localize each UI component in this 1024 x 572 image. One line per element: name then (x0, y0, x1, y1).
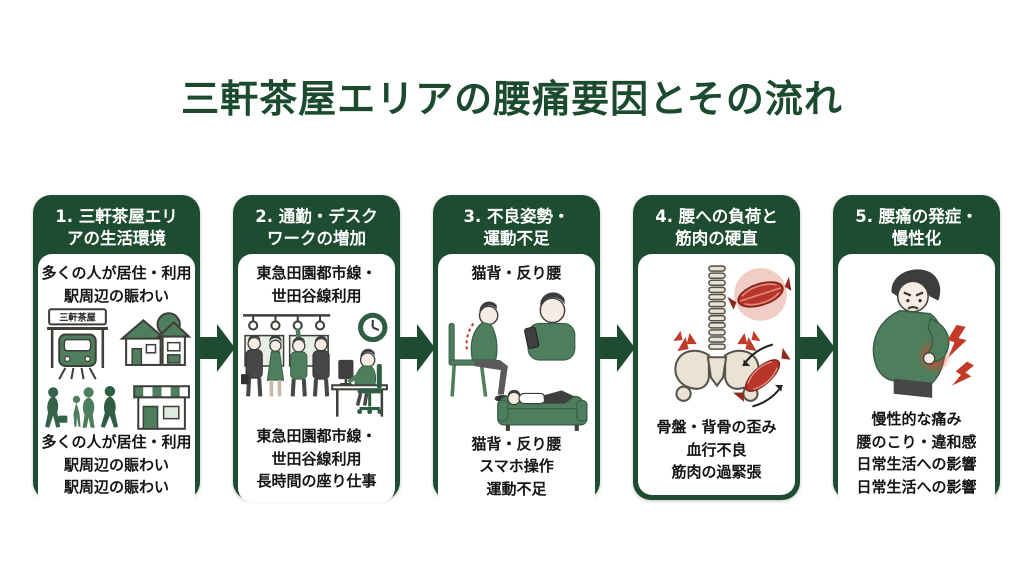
person-lying-on-sofa-icon (496, 389, 588, 431)
stiff-muscle-icon (732, 343, 791, 408)
card-3-illustration (448, 291, 588, 431)
flow-arrow-icon (796, 320, 835, 376)
page-title: 三軒茶屋エリアの腰痛要因とその流れ (181, 77, 843, 121)
storefront-icon (132, 385, 190, 430)
houses-icon (118, 312, 192, 366)
flow-arrow-icon (596, 320, 635, 376)
card-5-header: 5. 腰痛の発症・ 慢性化 (855, 206, 978, 248)
card-4-bottom-text: 骨盤・背骨の歪み 血行不良 筋肉の過緊張 (656, 418, 777, 481)
card-4-body: 骨盤・背骨の歪み 血行不良 筋肉の過緊張 (638, 254, 795, 495)
pain-flash-left (672, 330, 697, 352)
card-1-bottom-text: 多くの人が居住・利用 駅周辺の賑わい 駅周辺の賑わい (41, 433, 192, 496)
crowded-train-icon (240, 314, 330, 397)
card-4-back-load: 4. 腰への負荷と 筋肉の硬直 (633, 195, 800, 500)
desk-worker-icon (330, 348, 388, 417)
card-2-header: 2. 通勤・デスク ワークの増加 (255, 206, 378, 248)
passenger-strap-holder (289, 328, 307, 397)
card-2-body: 東急田園都市線・ 世田谷線利用 (238, 254, 395, 502)
card-3-body: 猫背・反り腰 (438, 254, 595, 509)
walking-people-icon (44, 386, 118, 428)
card-5-illustration (872, 269, 974, 398)
card-3-bad-posture: 3. 不良姿勢・ 運動不足 猫背・反り腰 (433, 195, 600, 509)
card-4-illustration (672, 265, 791, 408)
card-1-header: 1. 三軒茶屋エリ アの生活環境 (55, 206, 178, 248)
station-sign-text: 三軒茶屋 (59, 311, 95, 323)
flow-row: 1. 三軒茶屋エリ アの生活環境 多くの人が居住・利用 駅周辺の賑わい 三軒茶屋 (33, 195, 1000, 509)
passenger-dark-1 (240, 335, 263, 397)
flow-arrow-icon (396, 320, 435, 376)
tense-muscle-icon (726, 268, 791, 321)
card-3-header: 3. 不良姿勢・ 運動不足 (463, 206, 570, 248)
card-5-bottom-text: 慢性的な痛み 腰のこり・違和感 日常生活への影響 日常生活への影響 (856, 410, 977, 496)
card-4-header: 4. 腰への負荷と 筋肉の硬直 (655, 206, 778, 248)
card-1-top-text: 多くの人が居住・利用 駅周辺の賑わい (41, 264, 192, 305)
card-1-illustration: 三軒茶屋 (44, 308, 192, 430)
card-5-chronic-pain: 5. 腰痛の発症・ 慢性化 (833, 195, 1000, 507)
card-2-commute-deskwork: 2. 通勤・デスク ワークの増加 東急田園都市線・ 世田谷線利用 (233, 195, 400, 502)
card-3-top-text: 猫背・反り腰 (471, 264, 562, 282)
pain-flash-right (736, 330, 761, 352)
passenger-woman (266, 335, 284, 397)
slouched-sitting-person-icon (448, 301, 511, 402)
card-2-illustration (240, 312, 388, 417)
smartphone-user-icon (523, 291, 575, 361)
card-2-bottom-text: 東急田園都市線・ 世田谷線利用 長時間の座り仕事 (256, 427, 377, 490)
wall-clock-icon (357, 312, 387, 343)
card-5-body: 慢性的な痛み 腰のこり・違和感 日常生活への影響 日常生活への影響 (838, 254, 995, 507)
flow-arrow-icon (196, 320, 235, 376)
train-station-icon: 三軒茶屋 (46, 308, 108, 380)
man-with-back-pain-icon (872, 269, 951, 398)
card-1-living-environment: 1. 三軒茶屋エリ アの生活環境 多くの人が居住・利用 駅周辺の賑わい 三軒茶屋 (33, 195, 200, 508)
pain-lightning-icon (946, 324, 974, 386)
card-1-body: 多くの人が居住・利用 駅周辺の賑わい 三軒茶屋 (38, 254, 195, 508)
card-2-top-text: 東急田園都市線・ 世田谷線利用 (256, 264, 377, 305)
card-3-bottom-text: 猫背・反り腰 スマホ操作 運動不足 (471, 434, 562, 498)
passenger-dark-2 (311, 336, 330, 397)
